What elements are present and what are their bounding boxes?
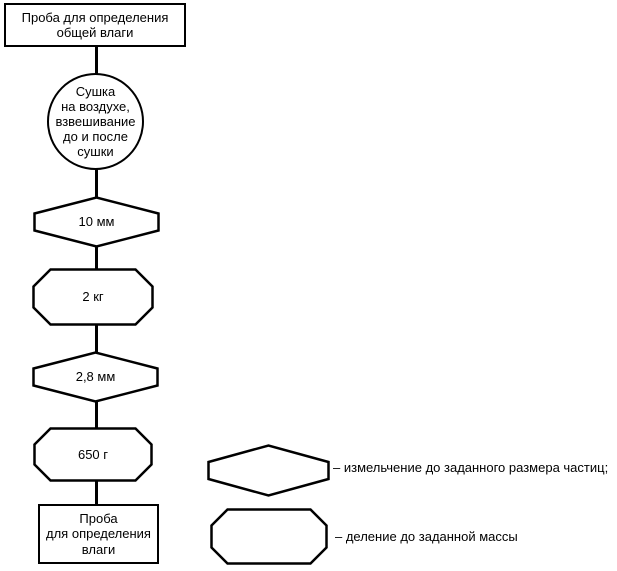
hexagon-shape [32,351,159,403]
hexagon-shape [33,196,160,248]
node-sample-moisture: Проба для определения влаги [38,504,159,564]
node-label: до и после [63,129,128,144]
legend-hexagon-caption: – измельчение до заданного размера части… [333,460,609,475]
node-crush-10mm-hexagon: 10 мм [33,196,160,248]
node-label: взвешивание [55,114,136,129]
node-label: 10 мм [78,214,115,230]
octagon-shape [210,508,328,565]
node-label: Сушка [75,84,116,99]
node-label: сушки [77,144,114,159]
hexagon-shape [207,444,330,497]
node-label: 2 кг [82,289,104,305]
node-divide-650g-octagon: 650 г [33,427,153,482]
node-label: на воздухе, [61,99,130,114]
node-label: Проба [79,510,118,526]
node-sample-total-moisture: Проба для определения общей влаги [4,3,186,47]
legend-octagon-shape [210,508,328,565]
node-divide-2kg-octagon: 2 кг [32,268,154,326]
octagon-shape [33,427,153,482]
legend-octagon-caption: – деление до заданной массы [335,529,518,544]
legend-hexagon-shape [207,444,330,497]
node-air-drying-circle: Сушка на воздухе, взвешивание до и после… [47,73,144,170]
node-label: общей влаги [56,25,134,40]
node-label: влаги [81,541,116,557]
node-crush-2-8mm-hexagon: 2,8 мм [32,351,159,403]
node-label: 650 г [77,446,109,462]
node-label: для определения [46,526,151,542]
node-label: 2,8 мм [75,369,116,385]
octagon-shape [32,268,154,326]
node-label: Проба для определения [21,9,169,25]
